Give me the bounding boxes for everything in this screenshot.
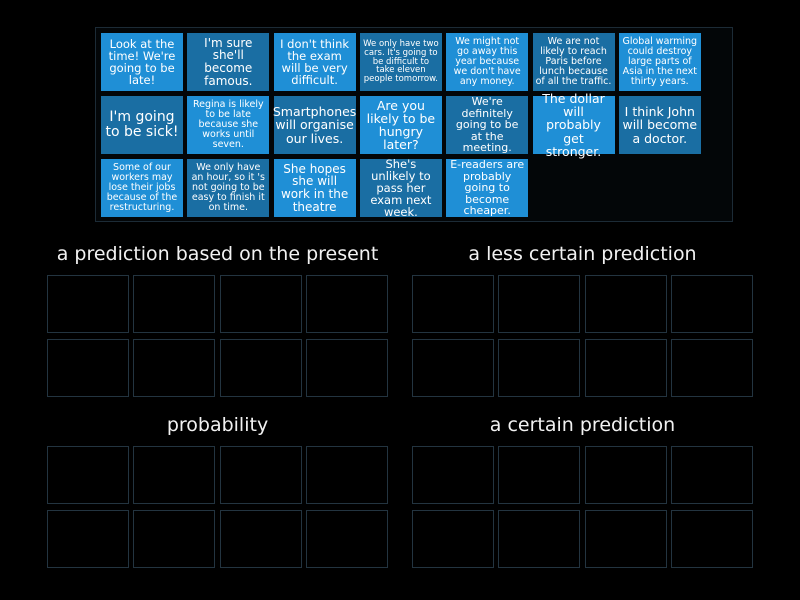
drop-zone[interactable] — [219, 338, 302, 397]
drop-zone[interactable] — [412, 509, 494, 568]
answer-tile-text: We are not likely to reach Paris before … — [535, 36, 612, 87]
answer-tile[interactable]: E-readers are probably going to become c… — [446, 158, 529, 218]
drop-zone[interactable] — [498, 509, 581, 568]
drop-zone[interactable] — [305, 446, 388, 504]
drop-zone[interactable] — [670, 446, 753, 504]
answer-tile[interactable]: I don't think the exam will be very diff… — [273, 33, 356, 91]
answer-tray: Look at the time! We're going to be late… — [95, 27, 733, 222]
answer-tile-text: Regina is likely to be late because she … — [192, 99, 264, 150]
group-heading: a less certain prediction — [468, 243, 697, 265]
drop-zone[interactable] — [219, 446, 302, 504]
answer-tile-text: I think John will become a doctor. — [622, 104, 698, 146]
answer-tile-text: Some of our workers may lose their jobs … — [106, 162, 178, 213]
answer-tile-text: We're definitely going to be at the meet… — [455, 95, 519, 155]
answer-tile[interactable]: We only have an hour, so it 's not going… — [187, 159, 270, 217]
drop-zone[interactable] — [498, 446, 581, 504]
answer-tile-text: She's unlikely to pass her exam next wee… — [370, 156, 432, 220]
drop-zone[interactable] — [670, 275, 753, 333]
answer-tile[interactable]: I'm going to be sick! — [101, 96, 183, 154]
drop-zone[interactable] — [133, 338, 216, 397]
answer-tile[interactable]: We might not go away this year because w… — [446, 33, 529, 91]
answer-tile-text: Smartphones will organise our lives. — [272, 104, 357, 146]
answer-tile[interactable]: Look at the time! We're going to be late… — [101, 33, 183, 91]
drop-zone[interactable] — [412, 275, 494, 333]
answer-tile[interactable]: The dollar will probably get stronger. — [532, 92, 615, 158]
answer-tile[interactable]: I'm sure she'll become famous. — [187, 33, 270, 91]
drop-zone[interactable] — [584, 446, 667, 504]
group-heading: probability — [166, 414, 269, 436]
group-heading: a prediction based on the present — [56, 243, 379, 265]
drop-zone[interactable] — [305, 275, 388, 333]
answer-tile[interactable]: Some of our workers may lose their jobs … — [101, 159, 183, 217]
drop-zone[interactable] — [47, 338, 129, 397]
group-heading: a certain prediction — [489, 414, 676, 436]
drop-zone[interactable] — [219, 275, 302, 333]
drop-zone[interactable] — [498, 275, 581, 333]
drop-zone[interactable] — [305, 509, 388, 568]
answer-tile[interactable]: She hopes she will work in the theatre — [273, 159, 356, 217]
drop-zone[interactable] — [47, 446, 129, 504]
drop-zone[interactable] — [498, 338, 581, 397]
answer-tile-text: We only have two cars. It's going to be … — [363, 38, 439, 85]
answer-tile-text: I'm sure she'll become famous. — [204, 35, 253, 88]
answer-tile-text: Look at the time! We're going to be late… — [108, 36, 176, 88]
answer-tile[interactable]: I think John will become a doctor. — [618, 96, 701, 154]
answer-tile[interactable]: Regina is likely to be late because she … — [187, 96, 270, 154]
drop-zone[interactable] — [133, 446, 216, 504]
drop-zone[interactable] — [412, 338, 494, 397]
drop-zone[interactable] — [47, 509, 129, 568]
drop-zone[interactable] — [305, 338, 388, 397]
answer-tile-text: She hopes she will work in the theatre — [280, 161, 349, 214]
drop-zone[interactable] — [47, 275, 129, 333]
drop-zone[interactable] — [219, 509, 302, 568]
answer-tile[interactable]: We are not likely to reach Paris before … — [532, 33, 615, 91]
answer-tile-text: E-readers are probably going to become c… — [450, 158, 525, 218]
answer-tile-text: Are you likely to be hungry later? — [366, 97, 436, 153]
drop-zone[interactable] — [584, 275, 667, 333]
drop-zone[interactable] — [133, 275, 216, 333]
answer-tile[interactable]: She's unlikely to pass her exam next wee… — [359, 156, 442, 220]
drop-zone[interactable] — [584, 509, 667, 568]
drop-zone[interactable] — [133, 509, 216, 568]
answer-tile-text: I'm going to be sick! — [105, 109, 179, 140]
answer-tile-text: Global warming could destroy large parts… — [622, 36, 698, 87]
answer-tile-text: We only have an hour, so it 's not going… — [191, 162, 265, 213]
answer-tile[interactable]: Global warming could destroy large parts… — [618, 33, 701, 91]
drop-zone[interactable] — [670, 509, 753, 568]
drop-zone[interactable] — [412, 446, 494, 504]
answer-tile[interactable]: Smartphones will organise our lives. — [272, 96, 357, 154]
answer-tile[interactable]: We're definitely going to be at the meet… — [446, 95, 529, 155]
answer-tile[interactable]: We only have two cars. It's going to be … — [359, 33, 442, 91]
answer-tile-text: We might not go away this year because w… — [453, 36, 521, 87]
drop-zone[interactable] — [670, 338, 753, 397]
answer-tile-text: The dollar will probably get stronger. — [542, 91, 605, 159]
answer-tile-text: I don't think the exam will be very diff… — [280, 36, 350, 88]
answer-tile[interactable]: Are you likely to be hungry later? — [359, 96, 442, 154]
drop-zone[interactable] — [584, 338, 667, 397]
